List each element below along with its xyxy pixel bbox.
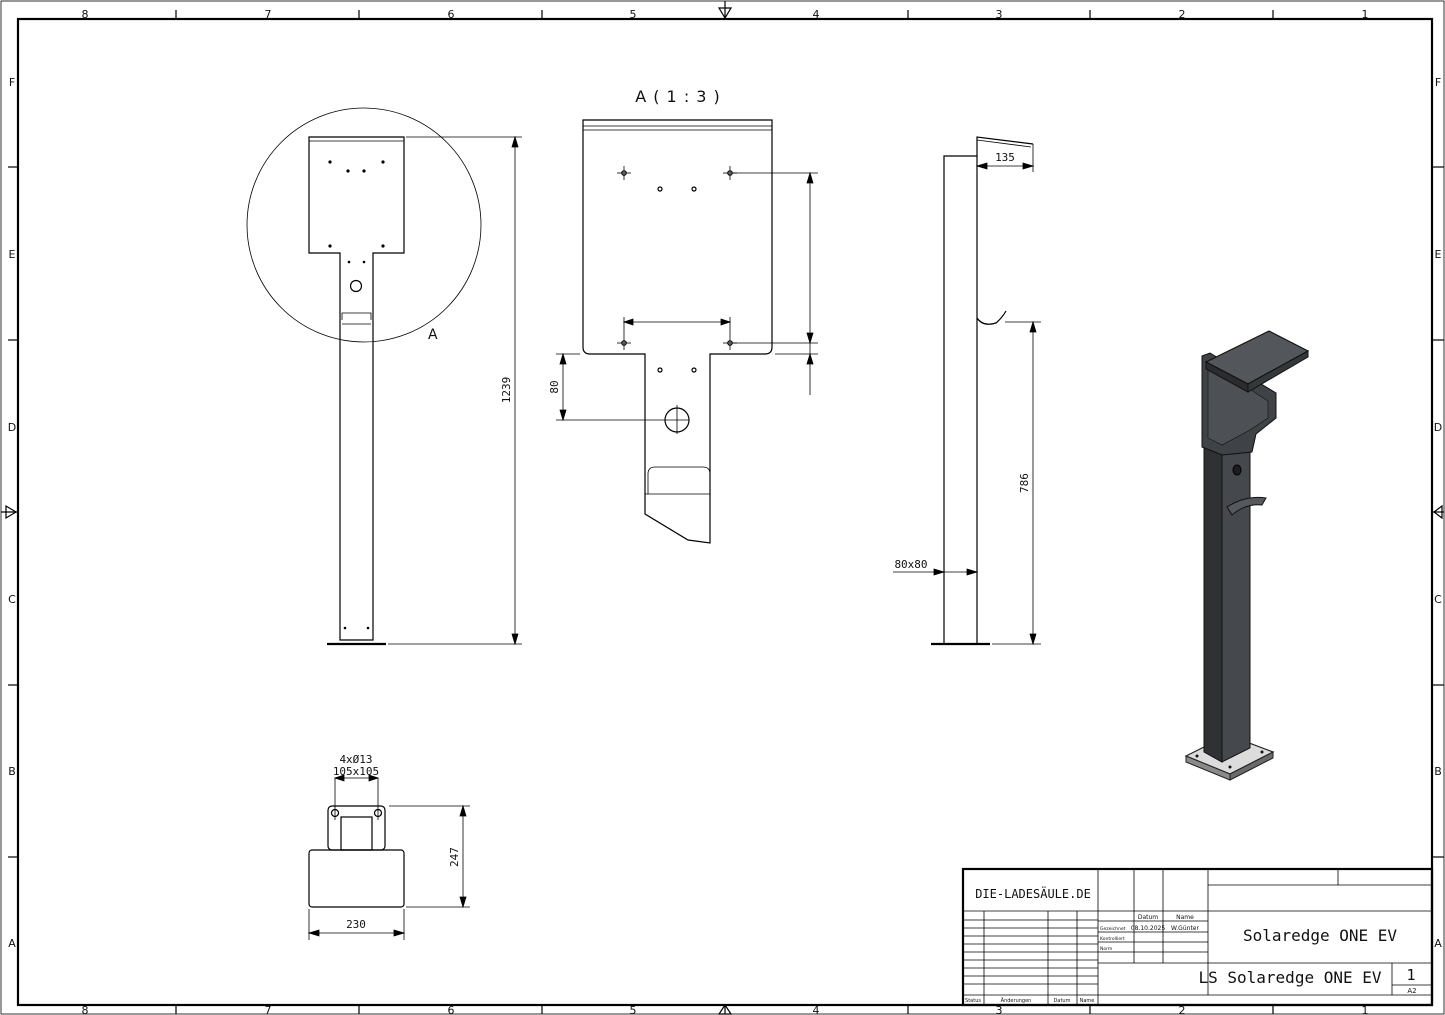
detail-title: A ( 1 : 3 ) (635, 87, 721, 106)
row-label-right: F (1435, 76, 1441, 89)
base-view: 4xØ13 105x105 247 230 (307, 753, 470, 940)
row-label-right: D (1434, 421, 1442, 434)
dim-label-230: 230 (346, 918, 366, 931)
company-name: DIE-LADESÄULE.DE (975, 886, 1091, 901)
row-label-left: B (8, 765, 16, 778)
column-label-top: 6 (448, 8, 455, 21)
column-label-bottom: 4 (813, 1004, 820, 1015)
footer-changes: Änderungen (1001, 997, 1032, 1004)
detail-dimension-lines (556, 171, 818, 422)
dimension-1239 (388, 135, 522, 646)
column-label-top: 7 (265, 8, 272, 21)
drawn-name: W.Günter (1171, 925, 1199, 932)
mounting-holes (328, 160, 385, 630)
row-label-right: C (1434, 593, 1442, 606)
dim-label-holes: 4xØ13 (339, 753, 372, 766)
column-label-bottom: 2 (1179, 1004, 1186, 1015)
row-label-right: A (1434, 937, 1442, 950)
centering-mark-left (1, 504, 18, 520)
dim-label-80x80: 80x80 (894, 558, 927, 571)
row-norm: Norm (1100, 946, 1112, 952)
sheet-format: A2 (1407, 987, 1416, 995)
dim-label-135: 135 (995, 151, 1015, 164)
header-name: Name (1176, 914, 1194, 921)
row-label-left: F (9, 76, 15, 89)
row-checked: Kontrolliert (1100, 936, 1125, 942)
column-label-top: 5 (630, 8, 637, 21)
dim-label-1239: 1239 (500, 377, 513, 404)
column-label-bottom: 6 (448, 1004, 455, 1015)
side-view: 135 786 80x80 (893, 136, 1041, 646)
post-outline (308, 136, 405, 641)
drawing-name: LS Solaredge ONE EV (1198, 968, 1381, 987)
centering-mark-top (717, 1, 733, 20)
column-label-top: 2 (1179, 8, 1186, 21)
column-label-bottom: 8 (82, 1004, 89, 1015)
row-label-left: C (8, 593, 16, 606)
row-label-left: D (8, 421, 16, 434)
footer-status: Status (965, 998, 981, 1004)
column-label-bottom: 7 (265, 1004, 272, 1015)
dim-label-105x105: 105x105 (333, 765, 379, 778)
side-holster (976, 310, 1007, 325)
detail-outline (582, 119, 773, 544)
detail-circle (246, 107, 482, 343)
drawing-title: Solaredge ONE EV (1243, 926, 1397, 945)
row-label-left: E (9, 248, 16, 261)
footer-name: Name (1080, 998, 1095, 1004)
column-label-top: 3 (996, 8, 1003, 21)
side-post (943, 155, 978, 644)
row-drawn: Gezeichnet (1100, 926, 1126, 932)
base-plate-top (308, 849, 405, 908)
dim-label-247: 247 (448, 847, 461, 867)
centering-mark-bottom (717, 1003, 733, 1015)
side-roof (976, 136, 1034, 156)
column-label-bottom: 1 (1362, 1004, 1369, 1015)
row-label-left: A (8, 937, 16, 950)
column-label-bottom: 3 (996, 1004, 1003, 1015)
row-label-right: B (1434, 765, 1442, 778)
centering-mark-right (1432, 504, 1444, 520)
base-flange (327, 805, 386, 851)
dim-label-786: 786 (1018, 473, 1031, 493)
column-label-top: 8 (82, 8, 89, 21)
sheet-number: 1 (1406, 966, 1415, 984)
title-block: DIE-LADESÄULE.DE Datum Name Gezeichnet K… (961, 867, 1434, 1007)
column-label-bottom: 5 (630, 1004, 637, 1015)
footer-date: Datum (1054, 998, 1071, 1004)
cable-hole (349, 279, 363, 293)
front-view: A 1239 (246, 107, 522, 646)
detail-view-a: A ( 1 : 3 ) (548, 87, 818, 544)
row-label-right: E (1435, 248, 1442, 261)
detail-label: A (428, 327, 438, 343)
dim-label-80: 80 (548, 380, 561, 393)
drawn-date: 08.10.2025 (1131, 925, 1166, 932)
header-date: Datum (1138, 914, 1158, 921)
column-label-top: 1 (1362, 8, 1369, 21)
isometric-view (1184, 330, 1310, 781)
column-label-top: 4 (813, 8, 820, 21)
